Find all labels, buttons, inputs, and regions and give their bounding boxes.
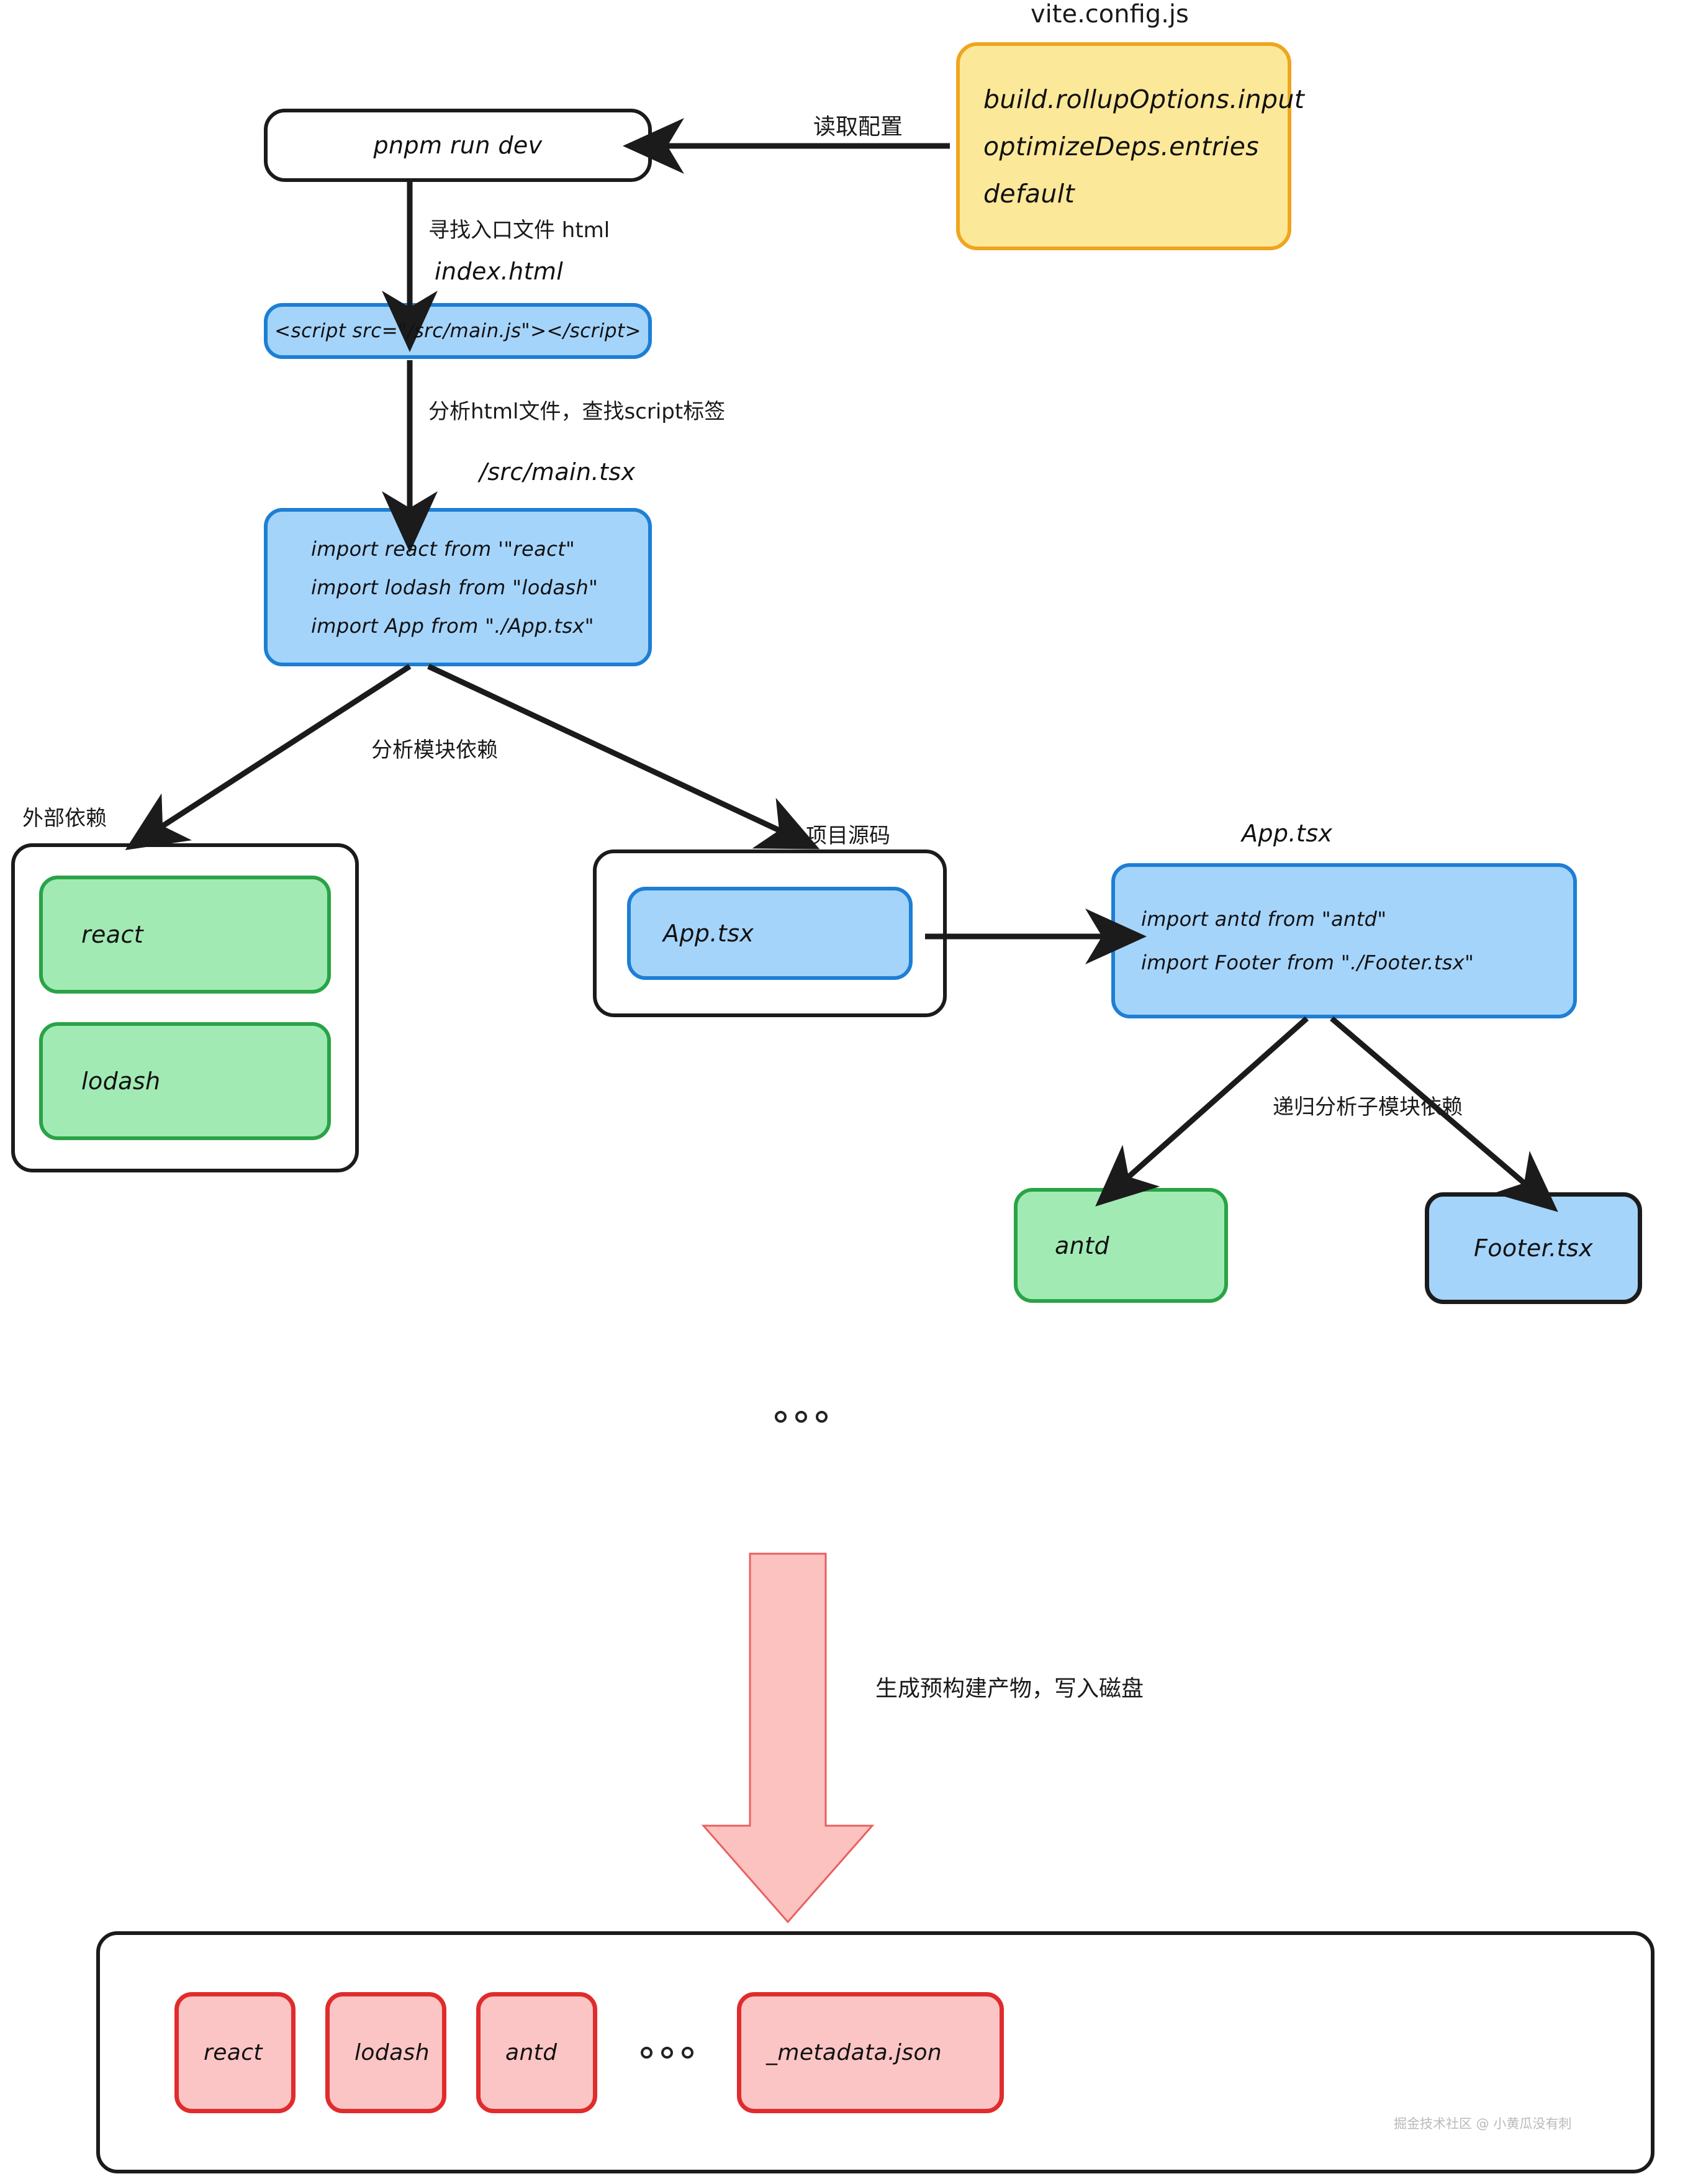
edge-label-find-entry-html: 寻找入口文件 html [428, 218, 610, 243]
output-react-label: react [204, 2039, 263, 2065]
external-deps-caption: 外部依赖 [22, 806, 107, 831]
index-html-script-label: <script src="/src/main.js"></script> [274, 320, 641, 342]
edge-label-recursive-submodule-deps: 递归分析子模块依赖 [1273, 1095, 1463, 1120]
dep-react-label: react [81, 921, 144, 948]
node-output-antd[interactable]: antd [476, 1991, 597, 2113]
pnpm-run-dev-label: pnpm run dev [373, 132, 543, 159]
ellipsis-dot [641, 2046, 652, 2059]
vite-config-caption: vite.config.js [1031, 0, 1189, 29]
container-output-bundle: react lodash antd _metadata.json [96, 1931, 1655, 2173]
node-antd[interactable]: antd [1014, 1188, 1228, 1303]
node-index-html-script[interactable]: <script src="/src/main.js"></script> [264, 303, 652, 359]
vite-config-line-2: default [983, 178, 1075, 209]
node-output-lodash[interactable]: lodash [325, 1991, 446, 2113]
node-dep-lodash[interactable]: lodash [39, 1022, 331, 1140]
ellipsis-dot [682, 2046, 693, 2059]
node-vite-config[interactable]: build.rollupOptions.input optimizeDeps.e… [956, 42, 1305, 250]
app-tsx-caption: App.tsx [1242, 820, 1333, 847]
main-tsx-line-2: import App from "./App.tsx" [311, 614, 594, 638]
node-output-react[interactable]: react [174, 1991, 296, 2113]
node-app-tsx[interactable]: import antd from "antd" import Footer fr… [1111, 863, 1577, 1018]
watermark: 掘金技术社区 @ 小黄瓜没有刺 [1394, 2116, 1572, 2131]
node-src-app-tsx[interactable]: App.tsx [627, 887, 913, 980]
output-antd-label: antd [505, 2039, 558, 2065]
vite-config-line-1: optimizeDeps.entries [983, 131, 1259, 161]
main-tsx-line-0: import react from '"react" [311, 537, 576, 561]
edge-label-analyze-module-deps: 分析模块依赖 [371, 738, 498, 763]
project-source-caption: 项目源码 [806, 823, 890, 848]
container-project-source: App.tsx [593, 850, 947, 1017]
dep-lodash-label: lodash [81, 1067, 161, 1095]
vite-config-line-0: build.rollupOptions.input [983, 84, 1305, 114]
container-external-deps: react lodash [11, 843, 359, 1172]
output-metadata-json-label: _metadata.json [766, 2039, 942, 2065]
main-tsx-caption: /src/main.tsx [479, 458, 636, 486]
node-pnpm-run-dev[interactable]: pnpm run dev [264, 109, 652, 182]
main-tsx-line-1: import lodash from "lodash" [311, 575, 598, 599]
ellipsis-dot [775, 1411, 787, 1423]
footer-tsx-label: Footer.tsx [1473, 1235, 1594, 1262]
antd-label: antd [1055, 1231, 1109, 1259]
app-tsx-line-1: import Footer from "./Footer.tsx" [1141, 951, 1474, 974]
node-dep-react[interactable]: react [39, 876, 331, 994]
edge-label-read-config: 读取配置 [813, 114, 903, 140]
output-ellipsis [641, 2046, 693, 2059]
node-output-metadata-json[interactable]: _metadata.json [737, 1991, 1004, 2113]
output-lodash-label: lodash [354, 2039, 430, 2065]
edge-label-emit-prebundle: 生成预构建产物，写入磁盘 [875, 1676, 1144, 1701]
stage-ellipsis [775, 1411, 828, 1423]
app-tsx-line-0: import antd from "antd" [1141, 907, 1387, 931]
index-html-caption: index.html [435, 258, 564, 285]
ellipsis-dot [661, 2046, 673, 2059]
node-footer-tsx[interactable]: Footer.tsx [1425, 1192, 1642, 1304]
src-app-tsx-label: App.tsx [663, 920, 754, 947]
edge-label-parse-html-script: 分析html文件，查找script标签 [428, 399, 726, 424]
ellipsis-dot [816, 1411, 828, 1423]
node-main-tsx[interactable]: import react from '"react" import lodash… [264, 508, 652, 666]
ellipsis-dot [795, 1411, 807, 1423]
